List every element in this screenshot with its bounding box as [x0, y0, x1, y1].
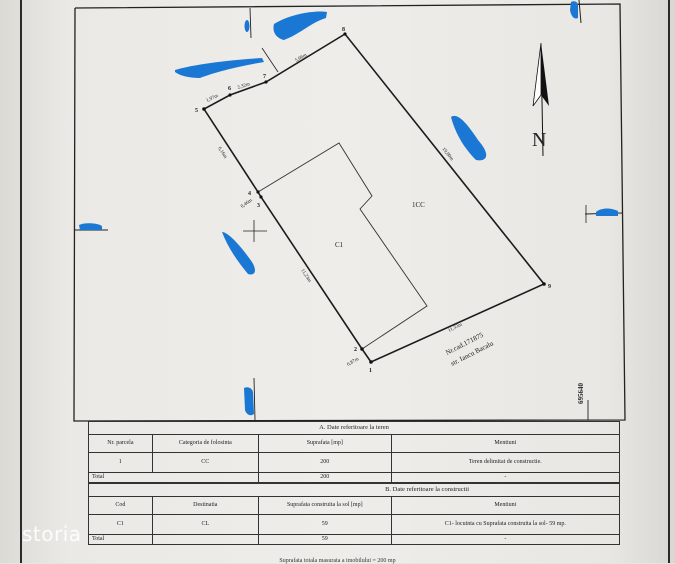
grid-coordinate: 695640: [577, 383, 585, 405]
vertex-label-5: 5: [195, 108, 198, 114]
vertex-label-3: 3: [257, 203, 260, 209]
header-built-area: Suprafata construita la sol [mp]: [257, 496, 392, 515]
grid-tick-bottom: [253, 377, 256, 421]
cell-code: C1: [88, 514, 153, 535]
header-notes: Mentiuni: [390, 496, 621, 515]
header-notes: Mentiuni: [390, 434, 621, 453]
header-destination: Destinatia: [151, 496, 259, 515]
total-notes: -: [390, 534, 621, 545]
frame-tick: [578, 0, 582, 24]
vertex-label-7: 7: [263, 74, 266, 80]
section-a-title: A. Date referitoare la teren: [88, 421, 620, 434]
cell-area: 200: [257, 452, 392, 473]
dim-6-7: 2,32m: [237, 82, 251, 91]
cell-notes: Teren delimitat de constructie.: [390, 452, 621, 473]
land-table: Nr. parcela Categoria de folosinta Supra…: [88, 434, 621, 483]
vertex-label-2: 2: [354, 347, 357, 353]
table-row: C1 CL 59 C1- locuinta cu Suprafata const…: [88, 514, 621, 535]
dim-5-6: 1,97m: [206, 94, 220, 104]
grid-cross-icon: [243, 220, 267, 242]
dim-4-3: 0,46m: [240, 198, 253, 209]
building-c1-outline: [257, 142, 428, 350]
vertex-markers: [202, 32, 546, 364]
header-area: Suprafata [mp]: [257, 434, 392, 453]
total-label: Total: [88, 534, 153, 545]
vertex-label-1: 1: [369, 368, 372, 374]
dim-1-9: 11,33m: [448, 322, 464, 333]
parcel-boundary: [202, 32, 546, 364]
dim-2-1: 0,87m: [347, 357, 361, 368]
vertex-label-4: 4: [248, 191, 251, 197]
total-built-area: 59: [257, 534, 392, 545]
plan-frame: [73, 3, 626, 422]
header-land-category: Categoria de folosinta: [151, 434, 259, 453]
total-notes: -: [390, 472, 621, 483]
land-use-label: 1CC: [412, 201, 425, 209]
outer-frame-left: [20, 0, 22, 563]
vertex-label-8: 8: [342, 27, 345, 33]
total-row: Total 200 -: [88, 472, 621, 483]
cell-built-area: 59: [257, 514, 392, 535]
redaction-marks: [79, 1, 618, 416]
total-area-footer: Suprafata totala masurata a imobilului =…: [279, 558, 396, 564]
cell-destination: CL: [151, 514, 259, 535]
header-parcel-no: Nr. parcela: [88, 434, 153, 453]
dim-7-8: 5,66m: [295, 53, 309, 64]
dim-5-4: 6,16m: [216, 146, 227, 159]
table-row: 1 CC 200 Teren delimitat de constructie.: [88, 452, 621, 473]
data-tables: A. Date referitoare la teren Nr. parcela…: [88, 421, 621, 545]
cell-notes: C1- locuinta cu Suprafata construita la …: [390, 514, 621, 535]
outer-frame-right: [668, 0, 670, 563]
total-label: Total: [88, 472, 259, 483]
total-row: Total 59 -: [88, 534, 621, 545]
north-label: N: [532, 129, 546, 151]
header-code: Cod: [88, 496, 153, 515]
dim-8-9: 19,80m: [440, 147, 453, 162]
cell-category: CC: [151, 452, 259, 473]
section-b-title: B. Date referitoare la constructii: [88, 483, 620, 496]
vertex-label-9: 9: [548, 284, 551, 290]
cell-parcel-no: 1: [88, 452, 153, 473]
total-area: 200: [257, 472, 392, 483]
grid-tick-top: [249, 7, 252, 39]
north-arrow-icon: [532, 42, 549, 157]
storia-watermark-logo: storia: [22, 522, 82, 546]
constructions-table: Cod Destinatia Suprafata construita la s…: [88, 496, 621, 545]
building-label: C1: [335, 241, 344, 249]
vertex-label-6: 6: [228, 86, 231, 92]
